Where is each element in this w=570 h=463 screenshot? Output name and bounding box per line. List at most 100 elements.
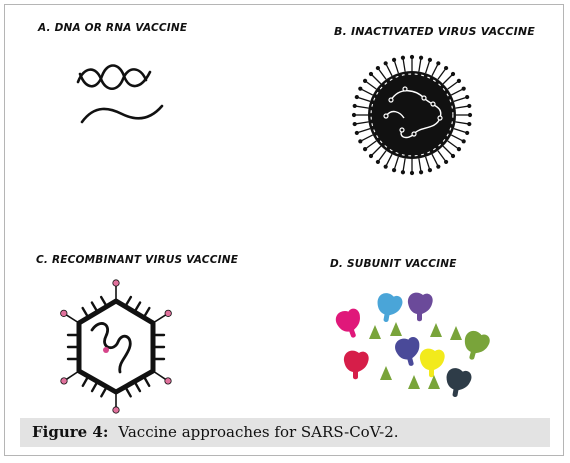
panel-c-label: C. RECOMBINANT VIRUS VACCINE <box>36 254 239 266</box>
spike <box>393 156 400 171</box>
spike-protein-blue-icon <box>377 293 403 322</box>
spike-tip <box>354 94 359 100</box>
spike-tip <box>450 71 456 77</box>
fiber-knob-icon <box>112 406 120 414</box>
virus-particle-icon <box>368 71 456 159</box>
spike <box>360 134 374 142</box>
fiber-knob-icon <box>164 309 172 317</box>
spike <box>356 127 371 134</box>
spike <box>453 96 468 103</box>
spike <box>424 59 431 74</box>
spike <box>377 67 387 80</box>
antigen-fragment-icon <box>428 375 440 389</box>
figure-frame <box>4 4 564 456</box>
spike-tip <box>352 121 357 127</box>
spike-tip <box>354 130 359 136</box>
spike-tip <box>362 146 368 152</box>
spike-tip <box>461 139 466 144</box>
spike <box>431 153 439 167</box>
fiber-knob-icon <box>112 279 120 287</box>
spike <box>364 140 377 150</box>
spike-tip <box>400 55 406 60</box>
spike-protein-crimson-icon <box>343 350 369 380</box>
spike-tip <box>358 139 363 144</box>
spike-tip <box>383 164 388 169</box>
caption-text: Vaccine approaches for SARS-CoV-2. <box>118 423 399 441</box>
fiber-knob-icon <box>60 377 68 385</box>
spike-tip <box>375 159 381 165</box>
virus-spikes <box>351 54 473 176</box>
figure-caption: Figure 4:Vaccine approaches for SARS-CoV… <box>32 423 399 441</box>
caption-band: Figure 4:Vaccine approaches for SARS-CoV… <box>20 418 550 447</box>
panel-b-illustration <box>351 54 473 176</box>
inserted-gene-icon <box>103 347 109 353</box>
spike-protein-purple-icon <box>407 292 433 322</box>
panel-d-illustration <box>335 292 490 397</box>
spike <box>377 150 387 163</box>
spike-tip <box>443 65 449 71</box>
spike-tip <box>368 153 374 159</box>
spike <box>354 121 369 125</box>
spike <box>370 145 382 157</box>
panel-b-label: B. INACTIVATED VIRUS VACCINE <box>334 25 536 38</box>
spike-protein-green-icon <box>464 330 490 360</box>
spike-tip <box>436 164 441 169</box>
fiber-knob-icon <box>164 377 172 385</box>
spike <box>453 127 468 134</box>
spike <box>447 80 460 90</box>
panel-c-illustration <box>60 279 172 414</box>
antigen-fragment-icon <box>369 325 381 339</box>
spike-tip <box>409 170 415 176</box>
spike <box>442 73 454 85</box>
spike-tip <box>461 86 466 91</box>
spike-protein-magenta-icon <box>335 308 360 338</box>
antigen-fragment-icon <box>408 375 420 389</box>
spike <box>354 105 369 109</box>
spike-tip <box>391 57 397 62</box>
spike <box>450 134 464 142</box>
fiber-knob-icon <box>60 309 68 317</box>
spike-tip <box>383 61 388 66</box>
spike-tip <box>409 54 415 60</box>
spike <box>447 140 460 150</box>
spike <box>356 96 371 103</box>
spike <box>393 59 400 74</box>
spike-tip <box>465 130 470 136</box>
spike-tip <box>465 94 470 100</box>
spike-tip <box>368 71 374 77</box>
spike <box>431 63 439 77</box>
spike-tip <box>443 159 449 165</box>
spike-tip <box>418 55 424 60</box>
spike-tip <box>418 170 424 175</box>
spike-tip <box>351 112 357 118</box>
spike-tip <box>467 103 472 109</box>
spike-tip <box>456 146 462 152</box>
spike <box>385 63 393 77</box>
antigen-fragment-icon <box>450 326 462 340</box>
spike <box>418 158 422 173</box>
panel-a-label: A. DNA OR RNA VACCINE <box>38 22 188 34</box>
spike <box>360 88 374 96</box>
spike <box>455 105 470 109</box>
panel-d-label: D. SUBUNIT VACCINE <box>330 258 457 270</box>
antigen-fragment-icon <box>390 322 402 336</box>
spike <box>364 80 377 90</box>
spike-tip <box>400 170 406 175</box>
spike-tip <box>427 168 433 173</box>
spike <box>424 156 431 171</box>
spike <box>385 153 393 167</box>
spike <box>437 150 447 163</box>
spike-protein-slate-icon <box>446 368 472 397</box>
single-strand-icon <box>80 104 164 124</box>
spike-tip <box>362 78 368 84</box>
spike <box>437 67 447 80</box>
spike-protein-yellow-icon <box>419 348 445 378</box>
spike-tip <box>467 121 472 127</box>
spike <box>442 145 454 157</box>
spike-tip <box>358 86 363 91</box>
antigen-fragment-icon <box>430 323 442 337</box>
spike <box>370 73 382 85</box>
spike <box>402 158 406 173</box>
